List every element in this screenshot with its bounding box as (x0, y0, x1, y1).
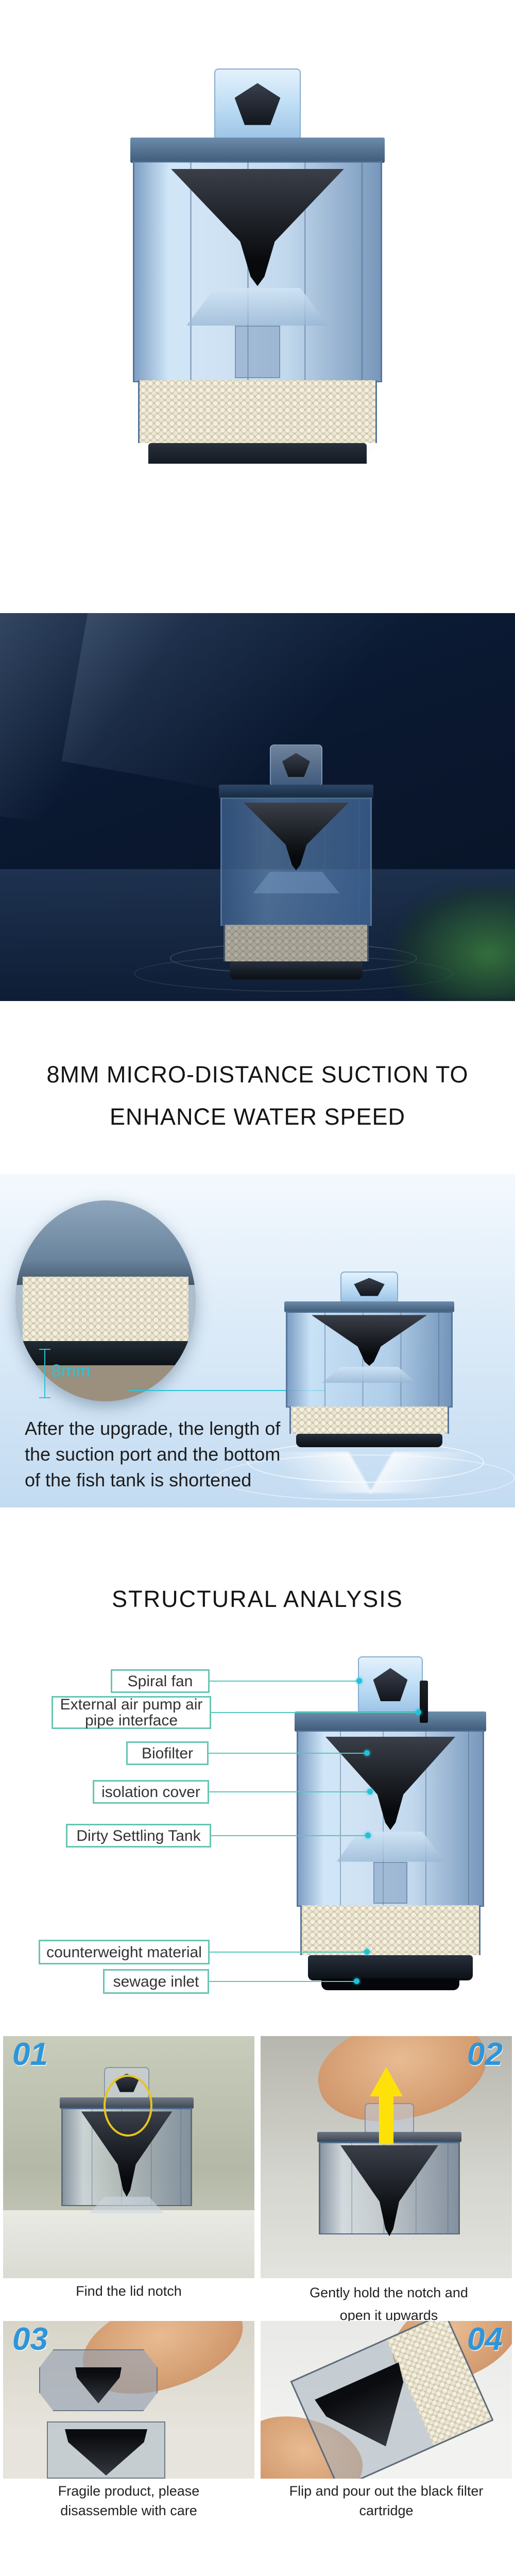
hero-product-illustration (130, 69, 385, 464)
label-text: Dirty Settling Tank (76, 1827, 201, 1844)
step-photo-03: 03 (3, 2321, 254, 2479)
connector-line (210, 1681, 359, 1682)
filter-rim (130, 137, 385, 163)
filter-base (296, 1434, 442, 1448)
label-text: External air pump air pipe interface (60, 1696, 203, 1729)
label-text: isolation cover (101, 1783, 200, 1801)
connector-dot (364, 1750, 370, 1756)
plant-silhouette (391, 883, 515, 1001)
label-text: sewage inlet (113, 1973, 199, 1990)
label-counterweight-material: counterweight material (39, 1940, 210, 1964)
connector-dot (365, 1833, 371, 1838)
step-photo-04: 04 (261, 2321, 512, 2479)
connector-dot (364, 1949, 370, 1955)
suction-detail-figure: 8mm After the upgrade, the length of the… (0, 1174, 515, 1507)
structural-heading: STRUCTURAL ANALYSIS (112, 1586, 403, 1612)
connector-dot (367, 1789, 373, 1794)
label-dirty-settling-tank: Dirty Settling Tank (66, 1824, 211, 1848)
step-photo-02: 02 (261, 2036, 512, 2278)
table-surface (3, 2210, 254, 2278)
suction-heading-line1: 8MM MICRO-DISTANCE SUCTION TO (46, 1061, 469, 1088)
connector-line (210, 1952, 367, 1953)
suction-description-line3: of the fish tank is shortened (25, 1469, 252, 1490)
suction-product-illustration (284, 1272, 454, 1453)
connector-line (209, 1791, 370, 1792)
connector-dot (416, 1709, 421, 1715)
label-text: Biofilter (141, 1744, 194, 1762)
gap-ruler-tick (39, 1397, 50, 1398)
inset-tank-floor (15, 1365, 196, 1401)
hero-product-photo (0, 28, 515, 464)
filter-base (148, 443, 367, 464)
filter-base (308, 1955, 473, 1980)
step-photo-01: 01 (3, 2036, 254, 2278)
structural-product-illustration (295, 1656, 486, 1990)
connector-line (209, 1981, 356, 1982)
suction-zoom-inset (15, 1200, 196, 1401)
step-number-04: 04 (467, 2321, 503, 2357)
filter-rim (219, 784, 373, 799)
suction-description-line2: the suction port and the bottom (25, 1444, 281, 1465)
water-ripple (216, 1454, 515, 1501)
step-caption-04: Flip and pour out the black filter cartr… (289, 2483, 484, 2518)
dark-scene-photo (0, 613, 515, 1001)
bio-beads-band (138, 380, 377, 443)
connector-line (211, 1835, 368, 1836)
air-pipe (420, 1681, 428, 1723)
step-number-03: 03 (12, 2321, 48, 2357)
structural-figure: Spiral fan External air pump air pipe in… (0, 1633, 515, 2000)
step-caption-02: Gently hold the notch and open it upward… (310, 2285, 468, 2323)
suction-heading-line2: ENHANCE WATER SPEED (109, 1104, 406, 1130)
connector-dot (356, 1678, 362, 1684)
connector-dot (354, 1978, 359, 1984)
bio-beads-band (289, 1406, 450, 1434)
suction-description-line1: After the upgrade, the length of (25, 1418, 281, 1439)
label-spiral-fan: Spiral fan (111, 1669, 210, 1693)
label-text: Spiral fan (127, 1672, 193, 1690)
highlight-circle-icon (104, 2075, 152, 2137)
label-isolation-cover: isolation cover (93, 1780, 209, 1804)
connector-line (211, 1712, 418, 1713)
step-number-02: 02 (467, 2037, 503, 2072)
label-air-pump-interface: External air pump air pipe interface (52, 1696, 211, 1729)
inner-column (373, 1861, 408, 1904)
gap-label: 8mm (52, 1361, 91, 1381)
connector-line (209, 1753, 367, 1754)
filter-rim (295, 1711, 486, 1732)
dark-product-illustration (219, 744, 373, 987)
filter-rim (284, 1301, 454, 1313)
inset-base-rim (15, 1341, 196, 1367)
inset-bio-beads (23, 1277, 188, 1345)
inset-filter-body (15, 1200, 196, 1285)
label-biofilter: Biofilter (126, 1741, 209, 1765)
label-sewage-inlet: sewage inlet (103, 1969, 209, 1994)
step-caption-01: Find the lid notch (76, 2283, 182, 2299)
label-text: counterweight material (46, 1943, 202, 1961)
gap-connector-line (129, 1390, 324, 1391)
filter-feet (321, 1978, 459, 1990)
step-caption-03: Fragile product, please disassemble with… (58, 2483, 200, 2518)
bio-beads-band (224, 925, 369, 961)
bio-beads-band (300, 1905, 480, 1955)
step-number-01: 01 (12, 2037, 48, 2072)
gap-ruler-tick (39, 1349, 50, 1350)
inner-column (234, 326, 281, 378)
filter-base (230, 961, 363, 979)
gap-ruler (44, 1349, 45, 1398)
